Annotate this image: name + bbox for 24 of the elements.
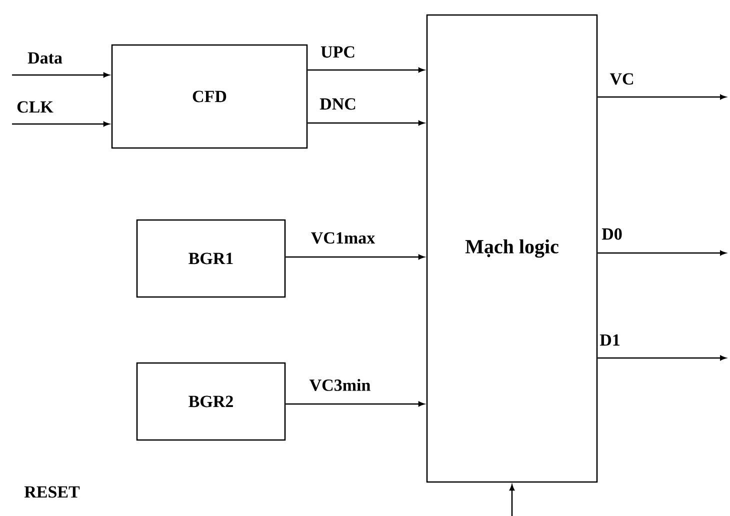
signal-label: UPC	[320, 46, 354, 58]
signal-label: VC1max	[311, 232, 376, 244]
signal-label: DNC	[320, 98, 356, 110]
arrow	[12, 121, 110, 127]
arrow	[598, 355, 726, 360]
block: BGR2	[136, 362, 286, 441]
arrow	[286, 401, 424, 406]
signal-label: D1	[600, 334, 620, 346]
arrow	[308, 67, 424, 73]
signal-label: Data	[28, 52, 62, 64]
signal-label: VC3min	[310, 378, 370, 392]
arrow	[12, 72, 110, 78]
block: BGR1	[136, 219, 286, 298]
arrow	[598, 94, 726, 100]
arrow	[286, 254, 424, 260]
signal-label: VC	[610, 73, 633, 85]
arrow	[308, 120, 424, 126]
block: CFD	[111, 44, 308, 149]
signal-label: D0	[602, 228, 622, 240]
logic-block: Mạch logic	[426, 14, 598, 483]
arrow	[509, 484, 515, 516]
signal-label: RESET	[24, 486, 80, 498]
arrow	[598, 250, 726, 256]
signal-label: CLK	[17, 101, 54, 113]
